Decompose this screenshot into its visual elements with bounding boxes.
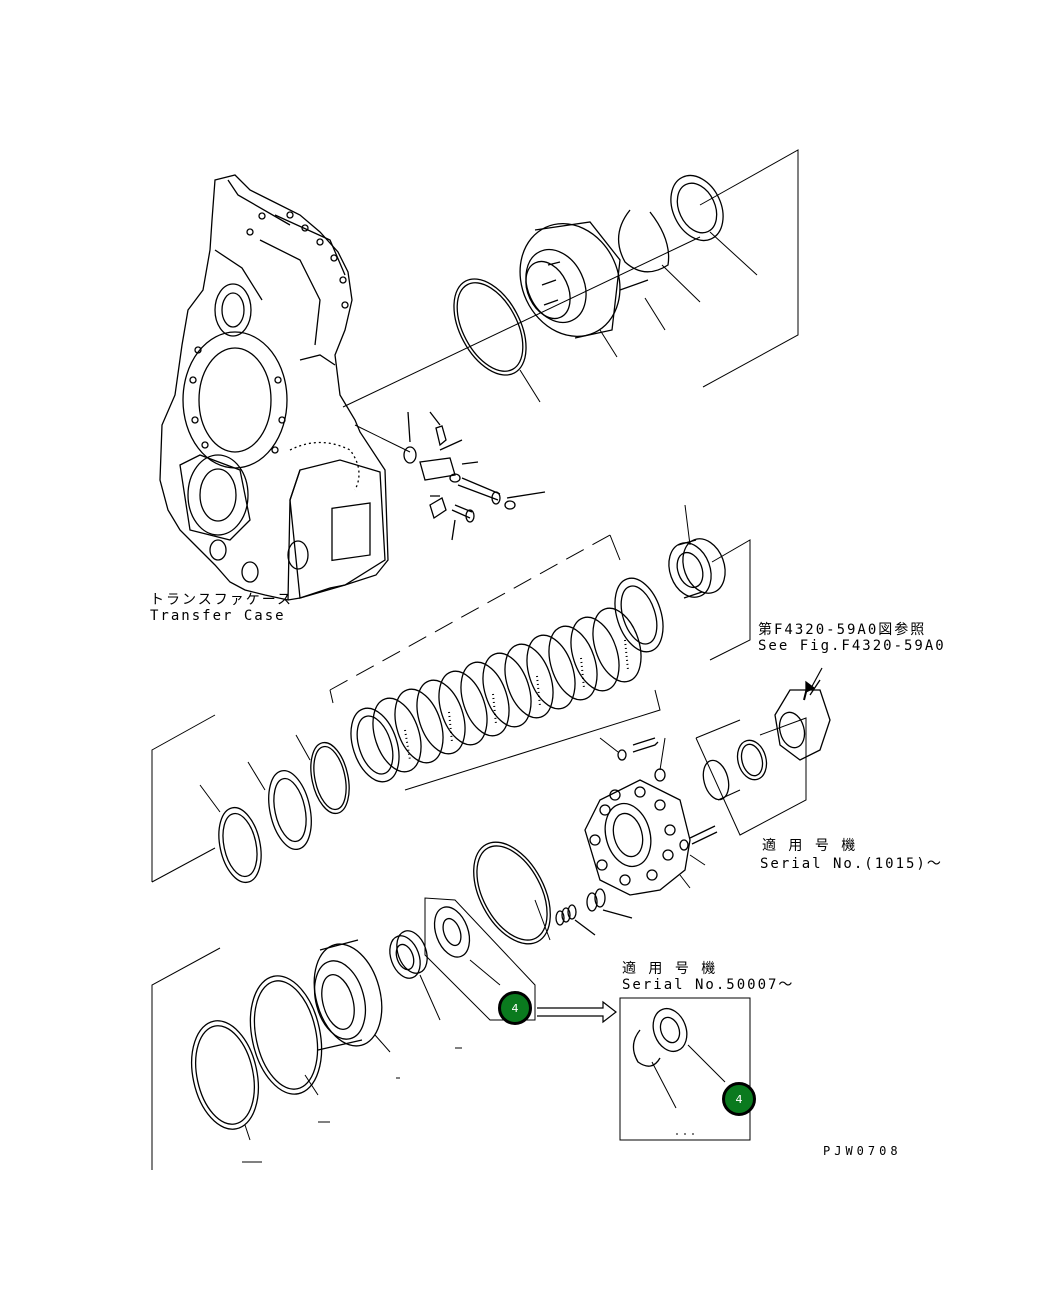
o-ring-large bbox=[453, 278, 527, 376]
serial-1-label-jp: 適 用 号 機 bbox=[762, 838, 858, 854]
o-ring-lower bbox=[473, 841, 551, 945]
serial-inset-box bbox=[619, 997, 751, 1141]
snap-ring-upper bbox=[618, 209, 670, 273]
lower-leader-lines bbox=[151, 897, 551, 1170]
spacer-stack bbox=[555, 888, 633, 936]
seal-rings-lower bbox=[191, 975, 323, 1130]
arrow-to-inset bbox=[537, 1000, 617, 1024]
serial-2-label-en: Serial No.50007～ bbox=[622, 977, 795, 993]
clutch-leader-lines bbox=[329, 504, 751, 791]
yoke-seals bbox=[702, 739, 768, 801]
dowel-pin bbox=[619, 279, 649, 291]
output-yoke bbox=[774, 679, 831, 761]
clutch-plate-stack bbox=[350, 577, 664, 783]
drawing-code: PJW0708 bbox=[823, 1144, 902, 1158]
output-carrier bbox=[584, 779, 691, 896]
callout-badge-main[interactable]: 4 bbox=[498, 991, 532, 1025]
see-fig-label-en: See Fig.F4320-59A0 bbox=[758, 638, 946, 654]
serial-1-label-en: Serial No.(1015)～ bbox=[760, 856, 943, 872]
bearing-outer-race bbox=[670, 174, 724, 242]
output-leader-lines bbox=[599, 717, 807, 889]
retainer-housing bbox=[519, 221, 621, 339]
callout-badge-inset[interactable]: 4 bbox=[722, 1082, 756, 1116]
bearing-inner-race bbox=[433, 906, 471, 958]
transfer-case-label-jp: トランスファケース bbox=[150, 592, 294, 608]
left-leader-lines bbox=[151, 714, 311, 883]
clutch-bracket-lines bbox=[329, 534, 611, 691]
leader-lines-upper bbox=[342, 149, 799, 453]
cage-housing bbox=[313, 939, 383, 1051]
transfer-case-housing bbox=[159, 174, 389, 601]
seal-rings-left bbox=[218, 741, 350, 884]
serial-2-label-jp: 適 用 号 機 bbox=[622, 961, 718, 977]
yoke-pointer-head bbox=[805, 680, 816, 694]
see-fig-label-jp: 第F4320-59A0図参照 bbox=[758, 622, 927, 638]
transfer-case-label-en: Transfer Case bbox=[150, 608, 286, 624]
small-fittings bbox=[403, 411, 546, 541]
bearing-roller bbox=[668, 538, 726, 599]
